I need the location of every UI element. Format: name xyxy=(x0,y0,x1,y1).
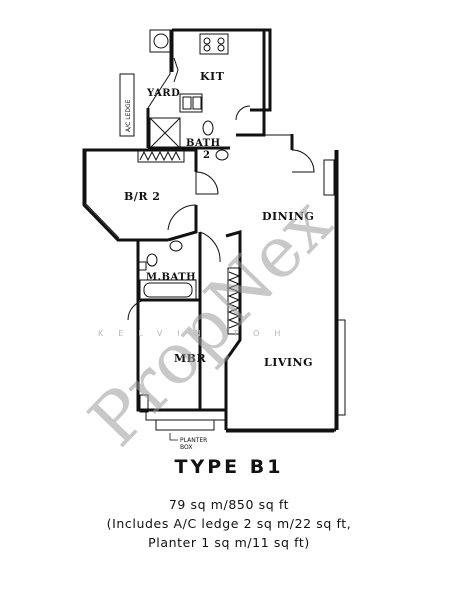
plan-includes: (Includes A/C ledge 2 sq m/22 sq ft, xyxy=(106,516,352,531)
planter-box: PLANTER BOX xyxy=(169,433,207,451)
bath2-label-line2: 2 xyxy=(203,150,210,161)
plan-area: 79 sq m/850 sq ft xyxy=(168,497,290,512)
mbr-wardrobe xyxy=(227,267,241,335)
bath2-fixtures xyxy=(149,117,229,195)
mbath-fixtures xyxy=(139,240,197,301)
plan-planter: Planter 1 sq m/11 sq ft) xyxy=(148,535,310,550)
thin-walls xyxy=(85,30,346,433)
mbath-label: M.BATH xyxy=(146,272,196,283)
mbr-label: MBR xyxy=(174,352,206,365)
watermark-sub: KELVIN TOH xyxy=(98,329,295,338)
kitchen-fixtures xyxy=(149,29,251,121)
ac-ledge-label: A/C LEDGE xyxy=(125,99,132,132)
br2-label: B/R 2 xyxy=(124,190,160,203)
br2-wardrobe xyxy=(137,149,185,163)
yard-label: YARD xyxy=(146,88,180,99)
planter-label-line1: PLANTER xyxy=(180,437,207,444)
planter-label-line2: BOX xyxy=(180,444,192,451)
ac-ledge: A/C LEDGE xyxy=(119,73,135,137)
plan-type-title: TYPE B1 xyxy=(174,456,284,478)
kit-label: KIT xyxy=(200,70,225,83)
bath2-label-line1: BATH xyxy=(186,138,221,149)
dining-label: DINING xyxy=(262,210,314,223)
living-label: LIVING xyxy=(264,356,313,369)
